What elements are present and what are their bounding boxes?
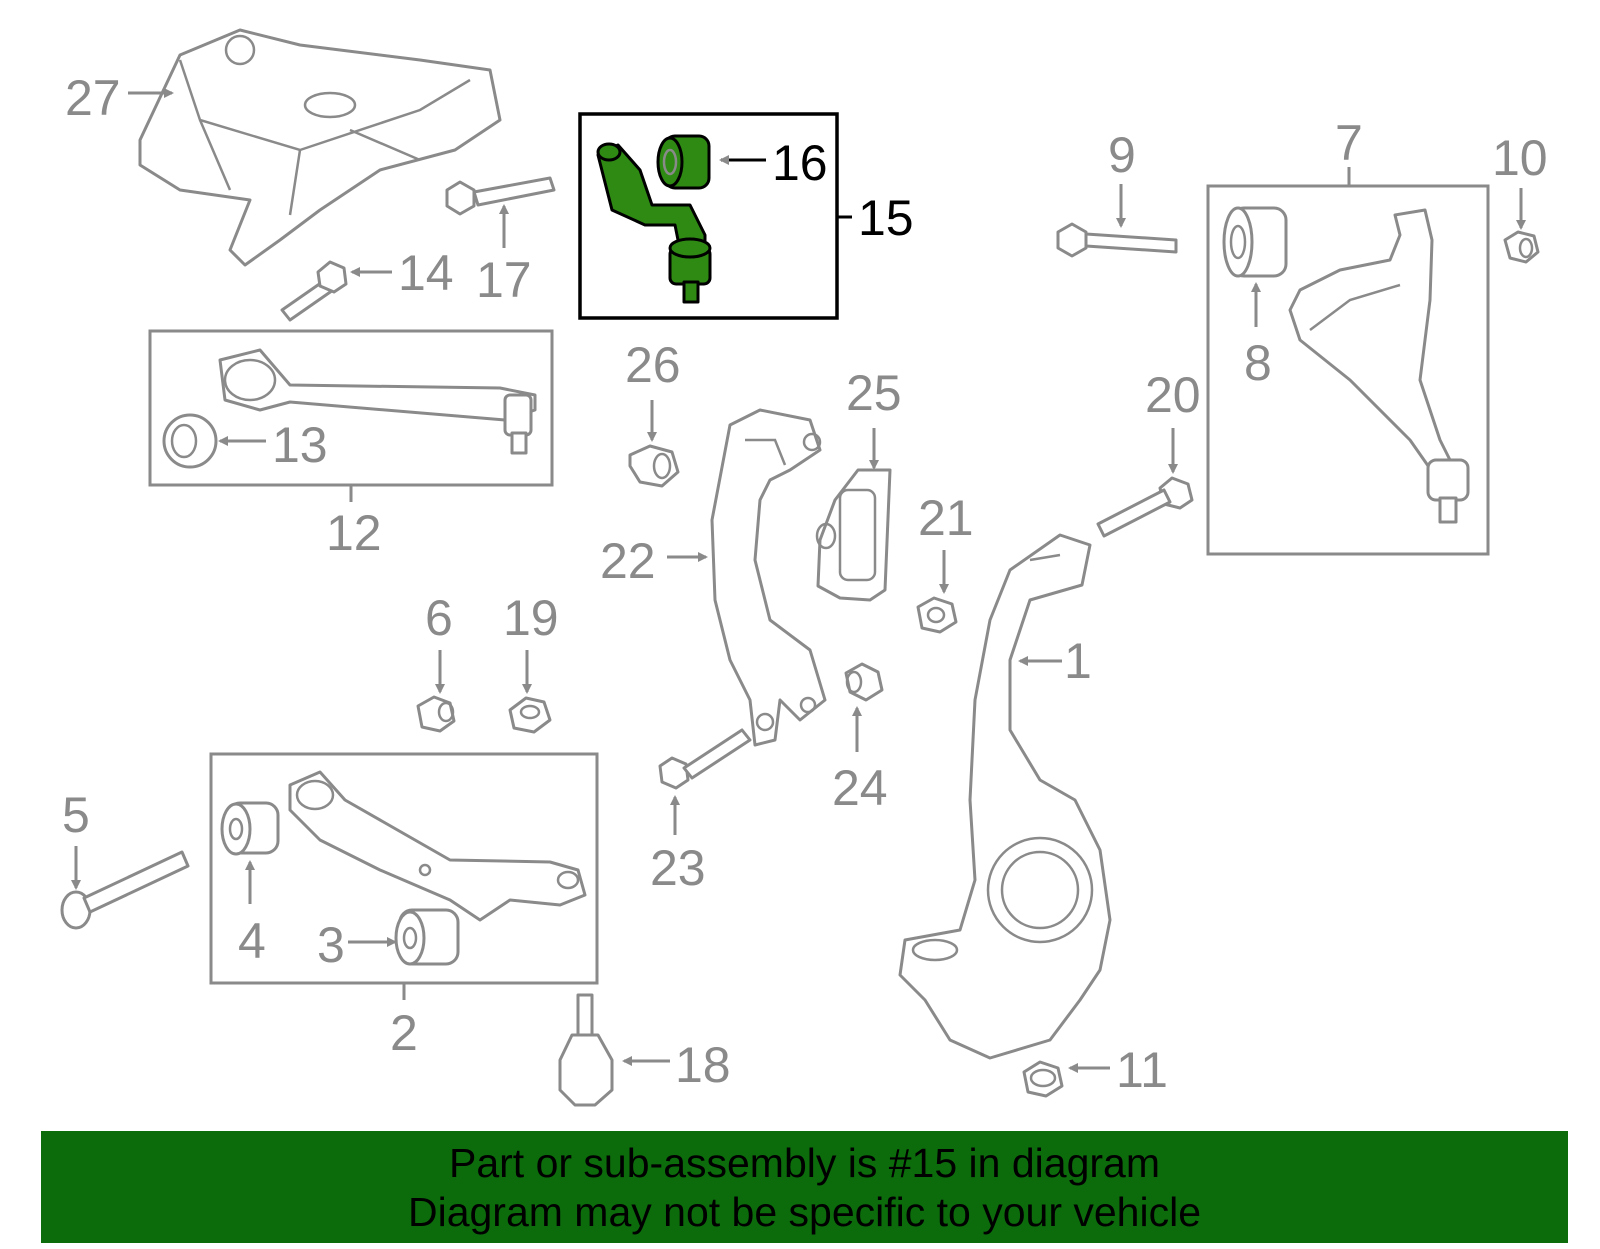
svg-text:14: 14 <box>398 245 454 301</box>
label-16[interactable]: 16 <box>719 135 828 191</box>
bolt-part-20 <box>1096 476 1194 538</box>
svg-text:13: 13 <box>272 417 328 473</box>
bolt-part-5 <box>60 850 190 930</box>
svg-text:18: 18 <box>675 1037 731 1093</box>
svg-text:26: 26 <box>625 337 681 393</box>
label-10: 10 <box>1492 130 1548 230</box>
bushing-part-8 <box>1222 206 1288 278</box>
svg-text:19: 19 <box>503 590 559 646</box>
svg-text:27: 27 <box>65 70 121 126</box>
label-2: 2 <box>390 983 418 1061</box>
svg-text:10: 10 <box>1492 130 1548 186</box>
bushing-part-16 <box>656 134 711 190</box>
svg-text:7: 7 <box>1335 115 1363 171</box>
bolt-part-14 <box>280 260 348 322</box>
svg-text:2: 2 <box>390 1005 418 1061</box>
nut-part-26 <box>628 444 680 488</box>
svg-text:22: 22 <box>600 533 656 589</box>
control-arm-part-7 <box>1288 208 1470 524</box>
label-13: 13 <box>218 417 328 473</box>
nut-part-24 <box>844 662 884 702</box>
label-5: 5 <box>62 787 90 890</box>
label-24: 24 <box>832 706 888 816</box>
label-27: 27 <box>65 70 174 126</box>
svg-text:1: 1 <box>1064 633 1092 689</box>
label-15[interactable]: 15 <box>837 190 914 246</box>
bushing-part-13 <box>162 413 218 469</box>
control-arm-part-15 <box>596 142 712 304</box>
pad-part-25 <box>815 468 892 602</box>
bracket-part-22 <box>710 408 827 747</box>
nut-part-19 <box>508 696 552 734</box>
nut-part-21 <box>916 596 958 634</box>
label-1: 1 <box>1018 633 1092 689</box>
link-arm-part-12 <box>218 348 537 455</box>
label-25: 25 <box>846 365 902 470</box>
svg-text:15: 15 <box>858 190 914 246</box>
svg-text:20: 20 <box>1145 367 1201 423</box>
svg-text:11: 11 <box>1116 1042 1168 1098</box>
svg-text:8: 8 <box>1244 335 1272 391</box>
svg-text:6: 6 <box>425 590 453 646</box>
ball-joint-part-18 <box>558 993 614 1107</box>
bolt-part-9 <box>1056 222 1178 258</box>
svg-text:25: 25 <box>846 365 902 421</box>
bushing-part-3 <box>394 908 460 966</box>
label-3: 3 <box>317 917 397 973</box>
label-14: 14 <box>350 245 454 301</box>
knuckle-part-1 <box>898 533 1112 1060</box>
svg-text:24: 24 <box>832 760 888 816</box>
nut-part-11 <box>1022 1060 1064 1098</box>
subframe-part-27 <box>138 28 502 267</box>
label-26: 26 <box>625 337 681 442</box>
banner-line-1: Part or sub-assembly is #15 in diagram <box>449 1140 1160 1186</box>
label-4: 4 <box>238 860 266 969</box>
svg-text:17: 17 <box>476 252 532 308</box>
svg-text:23: 23 <box>650 840 706 896</box>
banner-line-2: Diagram may not be specific to your vehi… <box>407 1189 1201 1235</box>
label-6: 6 <box>425 590 453 694</box>
label-7: 7 <box>1335 115 1363 186</box>
label-18: 18 <box>622 1037 731 1093</box>
svg-text:21: 21 <box>918 490 974 546</box>
bolt-part-17 <box>445 176 556 216</box>
bolt-part-23 <box>658 728 752 790</box>
label-23: 23 <box>650 795 706 896</box>
label-21: 21 <box>918 490 974 594</box>
svg-text:5: 5 <box>62 787 90 843</box>
label-22: 22 <box>600 533 708 589</box>
label-19: 19 <box>503 590 559 694</box>
nut-part-10 <box>1503 230 1540 264</box>
label-17: 17 <box>476 204 532 308</box>
svg-text:16: 16 <box>772 135 828 191</box>
svg-text:9: 9 <box>1108 127 1136 183</box>
svg-text:3: 3 <box>317 917 345 973</box>
label-20: 20 <box>1145 367 1201 474</box>
nut-part-6 <box>416 695 456 733</box>
svg-text:4: 4 <box>238 913 266 969</box>
label-8: 8 <box>1244 282 1272 391</box>
label-11: 11 <box>1068 1042 1168 1098</box>
label-12: 12 <box>326 485 382 561</box>
svg-text:12: 12 <box>326 505 382 561</box>
info-banner: Part or sub-assembly is #15 in diagram D… <box>41 1131 1568 1243</box>
label-9: 9 <box>1108 127 1136 228</box>
bushing-part-4 <box>220 801 280 856</box>
control-arm-part-2 <box>288 770 587 922</box>
